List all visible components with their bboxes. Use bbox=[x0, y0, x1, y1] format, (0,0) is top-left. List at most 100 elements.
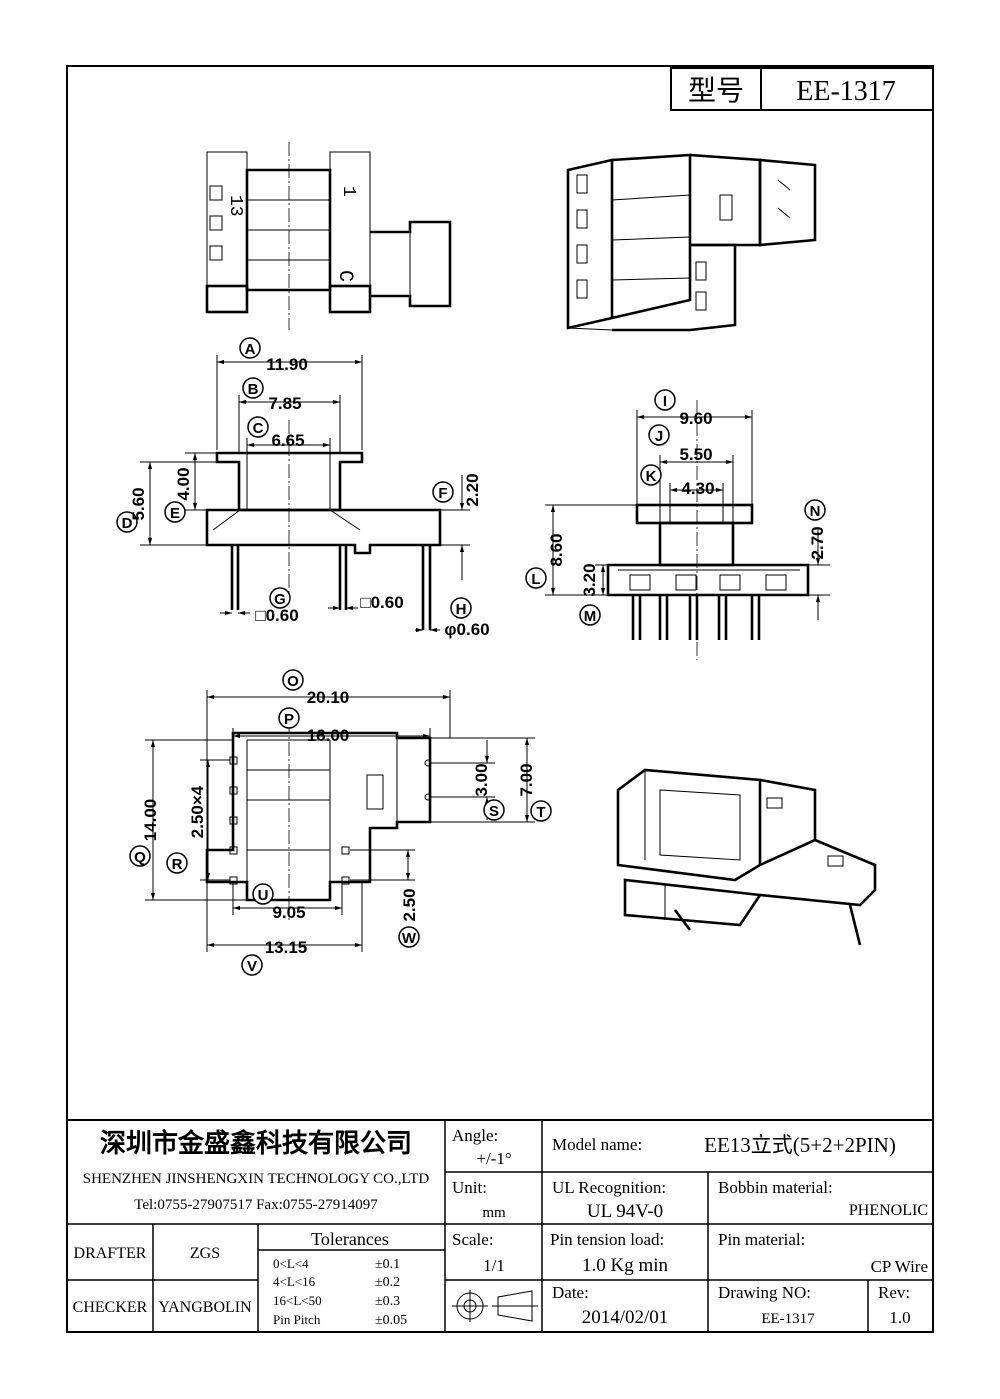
sheet-border bbox=[66, 65, 934, 1333]
pin-material-value: CP Wire bbox=[871, 1257, 928, 1276]
drawing-no-label: Drawing NO: bbox=[718, 1283, 811, 1302]
unit-label: Unit: bbox=[452, 1178, 487, 1197]
bobbin-label: Bobbin material: bbox=[718, 1178, 833, 1197]
angle-value: +/-1° bbox=[476, 1149, 511, 1168]
model-label: 型号 bbox=[688, 75, 744, 107]
title-block: 深圳市金盛鑫科技有限公司 SHENZHEN JINSHENGXIN TECHNO… bbox=[67, 1119, 933, 1332]
ul-label: UL Recognition: bbox=[552, 1178, 666, 1197]
dim-a-id: A bbox=[245, 341, 256, 358]
model-name-value: EE13立式(5+2+2PIN) bbox=[704, 1133, 896, 1157]
dim-u-id: U bbox=[258, 887, 269, 904]
bottom-view bbox=[205, 720, 432, 920]
tol-value-1: ±0.1 bbox=[375, 1257, 400, 1272]
tolerances-title: Tolerances bbox=[311, 1229, 389, 1249]
drawing-no-value: EE-1317 bbox=[761, 1311, 815, 1327]
rev-label: Rev: bbox=[878, 1283, 910, 1302]
dim-q-value: 14.00 bbox=[141, 799, 160, 842]
dim-b-value: 7.85 bbox=[268, 394, 301, 413]
dim-f-id: F bbox=[438, 485, 447, 502]
dim-v-id: V bbox=[247, 958, 257, 975]
dim-i-id: I bbox=[663, 393, 667, 410]
dim-g-value: □0.60 bbox=[255, 606, 298, 625]
company-cn: 深圳市金盛鑫科技有限公司 bbox=[100, 1128, 412, 1158]
dim-m-value: 3.20 bbox=[580, 563, 599, 596]
dim-r-id: R bbox=[172, 856, 183, 873]
pin1-mark: 1 bbox=[338, 186, 358, 197]
model-name-label: Model name: bbox=[552, 1135, 642, 1154]
tol-value-3: ±0.3 bbox=[375, 1294, 400, 1309]
date-value: 2014/02/01 bbox=[582, 1307, 669, 1328]
dim-f-value: 2.20 bbox=[463, 473, 482, 506]
dim-h-value: φ0.60 bbox=[444, 620, 489, 639]
unit-value: mm bbox=[482, 1205, 506, 1221]
angle-label: Angle: bbox=[452, 1126, 498, 1145]
dim-p-id: P bbox=[284, 711, 294, 728]
dim-w-value: 2.50 bbox=[400, 888, 419, 921]
top-view: 13 1 C bbox=[205, 142, 452, 330]
side-view bbox=[606, 400, 810, 660]
dim-e-id: E bbox=[170, 505, 180, 522]
dim-q-id: Q bbox=[134, 849, 146, 866]
dim-j-value: 5.50 bbox=[679, 445, 712, 464]
ul-value: UL 94V-0 bbox=[587, 1201, 663, 1222]
dim-b-id: B bbox=[248, 381, 259, 398]
dim-t-id: T bbox=[536, 804, 545, 821]
front-view bbox=[205, 420, 442, 630]
pin-tension-value: 1.0 Kg min bbox=[582, 1255, 669, 1276]
dim-k-value: 4.30 bbox=[681, 479, 714, 498]
dim-n-value: 2.70 bbox=[808, 526, 827, 559]
dim-d-value: 5.60 bbox=[129, 487, 148, 520]
date-label: Date: bbox=[552, 1283, 589, 1302]
dim-i-value: 9.60 bbox=[679, 409, 712, 428]
pin-material-label: Pin material: bbox=[718, 1230, 805, 1249]
dim-u-value: 9.05 bbox=[272, 903, 305, 922]
dim-s-id: S bbox=[489, 803, 499, 820]
dim-c-value: 6.65 bbox=[271, 431, 304, 450]
tol-value-4: ±0.05 bbox=[375, 1313, 407, 1328]
checker-label: CHECKER bbox=[73, 1299, 148, 1316]
dim-g-id: G bbox=[274, 591, 286, 608]
dim-a-value: 11.90 bbox=[266, 355, 308, 374]
dim-t-value: 7.00 bbox=[517, 763, 536, 796]
dim-k-id: K bbox=[646, 468, 657, 485]
rev-value: 1.0 bbox=[889, 1308, 910, 1327]
iso-view-top bbox=[566, 153, 817, 332]
dim-v-value: 13.15 bbox=[265, 938, 308, 957]
dim-d-id: D bbox=[122, 515, 133, 532]
scale-label: Scale: bbox=[452, 1230, 494, 1249]
dim-g2-value: □0.60 bbox=[360, 593, 403, 612]
tol-value-2: ±0.2 bbox=[375, 1275, 400, 1290]
dim-h-id: H bbox=[456, 601, 467, 618]
dim-e-value: 4.00 bbox=[174, 467, 193, 500]
company-contact: Tel:0755-27907517 Fax:0755-27914097 bbox=[134, 1197, 378, 1213]
checker-value: YANGBOLIN bbox=[158, 1299, 252, 1316]
drafter-label: DRAFTER bbox=[74, 1245, 147, 1262]
bobbin-value: PHENOLIC bbox=[849, 1202, 928, 1219]
dim-r-value: 2.50×4 bbox=[188, 785, 207, 838]
pin13-mark: 13 bbox=[225, 195, 245, 217]
pin-tension-label: Pin tension load: bbox=[550, 1230, 664, 1249]
dim-o-value: 20.10 bbox=[307, 688, 350, 707]
c-mark: C bbox=[333, 270, 356, 282]
tol-range-3: 16<L<50 bbox=[273, 1293, 322, 1308]
dimension-labels: A 11.90 B 7.85 C 6.65 D 5.60 E 4.00 F 2.… bbox=[116, 337, 827, 976]
dim-s-value: 3.00 bbox=[472, 763, 491, 796]
projection-symbol bbox=[452, 1290, 538, 1322]
dim-l-id: L bbox=[531, 571, 540, 588]
tol-range-2: 4<L<16 bbox=[273, 1274, 316, 1289]
dim-m-id: M bbox=[584, 608, 597, 625]
iso-view-bottom bbox=[616, 768, 877, 946]
dim-c-id: C bbox=[253, 420, 264, 437]
dimension-lines bbox=[140, 355, 830, 952]
model-header: 型号 EE-1317 bbox=[670, 67, 934, 111]
drafter-value: ZGS bbox=[190, 1245, 220, 1262]
tol-range-4: Pin Pitch bbox=[273, 1312, 321, 1327]
tol-range-1: 0<L<4 bbox=[273, 1256, 309, 1271]
company-en: SHENZHEN JINSHENGXIN TECHNOLOGY CO.,LTD bbox=[83, 1171, 430, 1187]
dim-l-value: 8.60 bbox=[547, 533, 566, 566]
dim-n-id: N bbox=[810, 503, 821, 520]
dim-j-id: J bbox=[655, 428, 663, 445]
dim-w-id: W bbox=[402, 930, 417, 947]
model-value: EE-1317 bbox=[796, 76, 896, 107]
